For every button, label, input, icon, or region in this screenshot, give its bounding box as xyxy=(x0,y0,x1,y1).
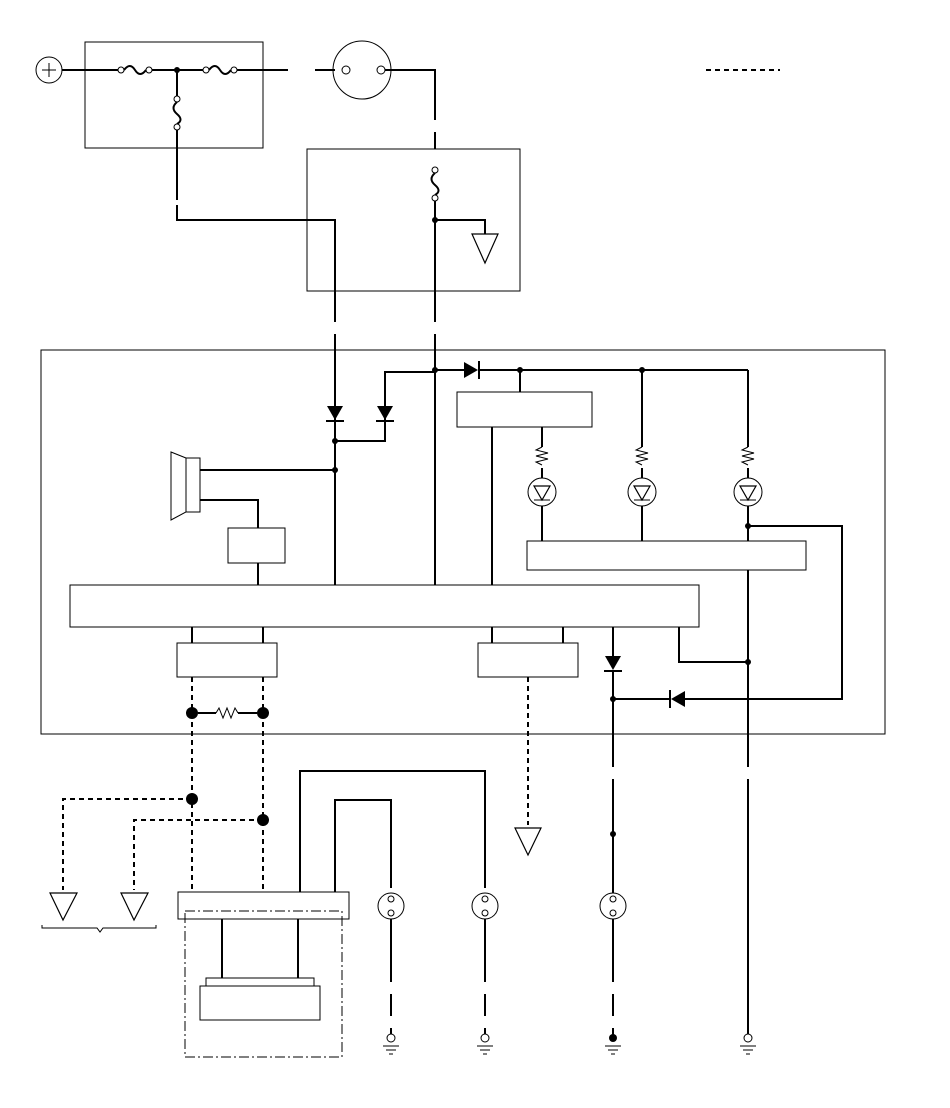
fuse-relay-box xyxy=(306,148,521,292)
interface-box-left xyxy=(176,642,278,678)
interface-box-right xyxy=(477,642,579,678)
ground-symbol xyxy=(383,1033,399,1055)
led-driver-box xyxy=(526,540,807,571)
ground-triangle xyxy=(514,827,542,857)
ground-symbol xyxy=(477,1033,493,1055)
diode-3 xyxy=(464,361,480,379)
bracket xyxy=(41,925,157,933)
battery-terminal xyxy=(35,56,63,84)
ground-triangle xyxy=(49,892,78,922)
buzzer-driver-box xyxy=(227,527,286,564)
diode-2 xyxy=(376,406,394,422)
module-box xyxy=(199,985,321,1021)
connector-block xyxy=(177,891,350,920)
sub-circuit-box xyxy=(456,391,593,428)
ground-symbol xyxy=(605,1034,621,1055)
main-processor-box xyxy=(69,584,700,628)
fuse-1 xyxy=(117,65,153,75)
diode-1 xyxy=(326,406,344,422)
under-hood-fuse-box xyxy=(84,41,264,149)
diode-5 xyxy=(669,690,685,708)
diode-4 xyxy=(604,656,622,672)
fuse-2 xyxy=(202,65,238,75)
led-branch-3 xyxy=(733,370,763,541)
ground-triangle xyxy=(120,892,149,922)
wire-to-control-unit xyxy=(176,205,336,300)
led-branch-1 xyxy=(527,427,557,541)
ground-triangle xyxy=(471,233,499,265)
ground-symbol xyxy=(740,1033,756,1055)
led-branch-2 xyxy=(627,370,657,541)
control-unit-outline xyxy=(40,349,886,735)
fuse-3 xyxy=(172,70,182,178)
module-outline xyxy=(184,910,343,1058)
ignition-output-wire xyxy=(385,69,436,98)
connector-round-1 xyxy=(377,892,405,920)
buzzer-icon xyxy=(170,451,201,521)
connector-round-3 xyxy=(599,892,627,920)
ignition-switch xyxy=(332,40,392,100)
connector-round-2 xyxy=(471,892,499,920)
terminating-resistor xyxy=(198,706,257,720)
